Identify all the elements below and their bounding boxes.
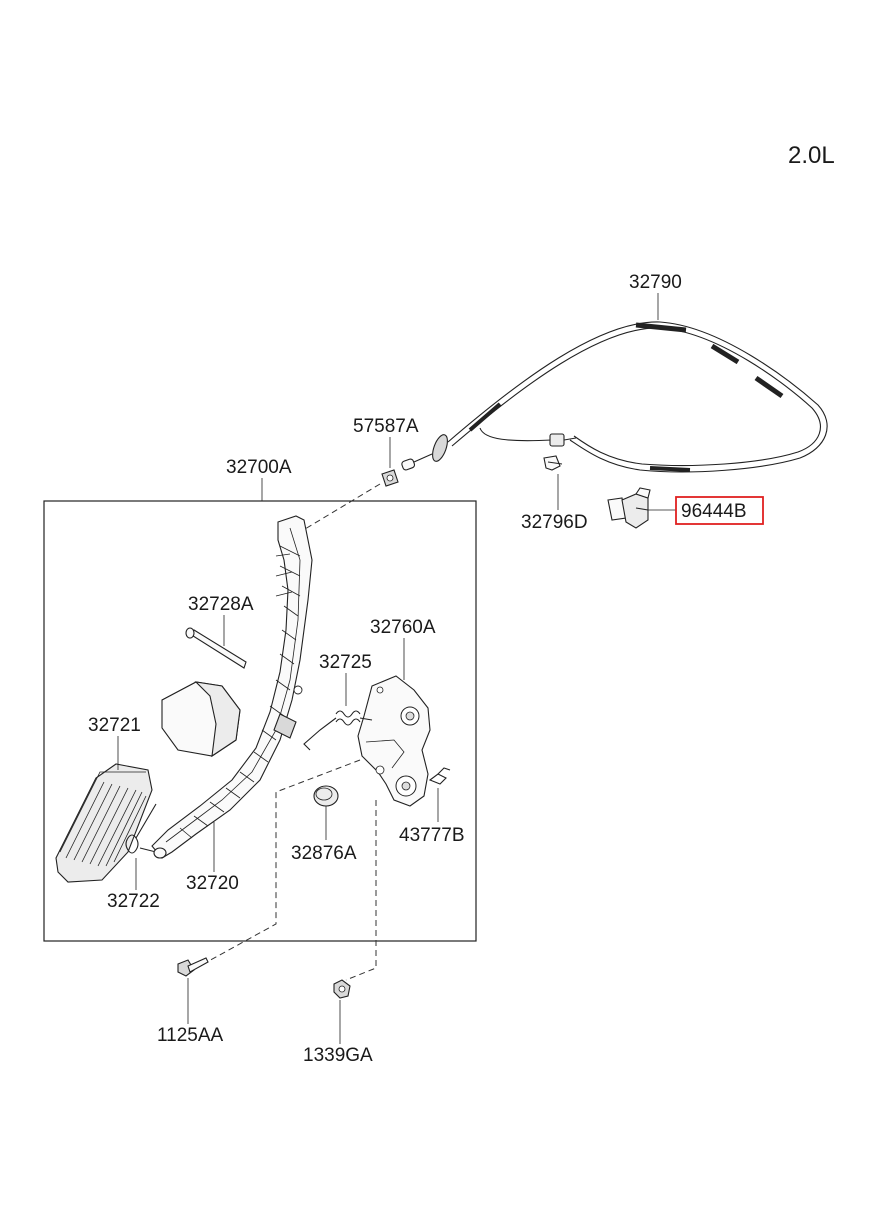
part-43777B[interactable] (428, 767, 451, 785)
accelerator-cable[interactable] (401, 321, 828, 473)
label-32760A: 32760A (370, 617, 436, 638)
part-1339GA[interactable] (333, 979, 351, 999)
label-32721: 32721 (88, 715, 141, 736)
part-1125AA[interactable] (177, 957, 209, 977)
label-32720: 32720 (186, 873, 239, 894)
part-32876A[interactable] (313, 785, 339, 807)
pedal-arm[interactable] (151, 515, 313, 859)
label-32725: 32725 (319, 652, 372, 673)
label-32722: 32722 (107, 891, 160, 912)
label-32790: 32790 (629, 272, 682, 293)
label-1125AA: 1125AA (157, 1025, 224, 1046)
label-32876A: 32876A (291, 843, 357, 864)
label-32728A: 32728A (188, 594, 254, 615)
part-96444B[interactable] (607, 487, 651, 529)
part-32760A[interactable] (357, 675, 431, 807)
part-32722[interactable] (125, 803, 167, 859)
stopper-block[interactable] (161, 681, 241, 758)
label-1339GA: 1339GA (303, 1045, 373, 1066)
label-32796D: 32796D (521, 512, 588, 533)
label-96444B[interactable]: 96444B (681, 501, 747, 522)
highlight-box-96444B (675, 496, 764, 525)
label-32700A: 32700A (226, 457, 292, 478)
part-32725[interactable] (303, 710, 373, 751)
part-32796D[interactable] (543, 455, 563, 471)
part-32728A[interactable] (185, 627, 247, 669)
part-57587A[interactable] (381, 469, 399, 487)
label-57587A: 57587A (353, 416, 419, 437)
part-32721[interactable] (55, 763, 153, 883)
assembly-box (43, 500, 477, 942)
engine-label: 2.0L (788, 142, 835, 169)
label-43777B: 43777B (399, 825, 465, 846)
